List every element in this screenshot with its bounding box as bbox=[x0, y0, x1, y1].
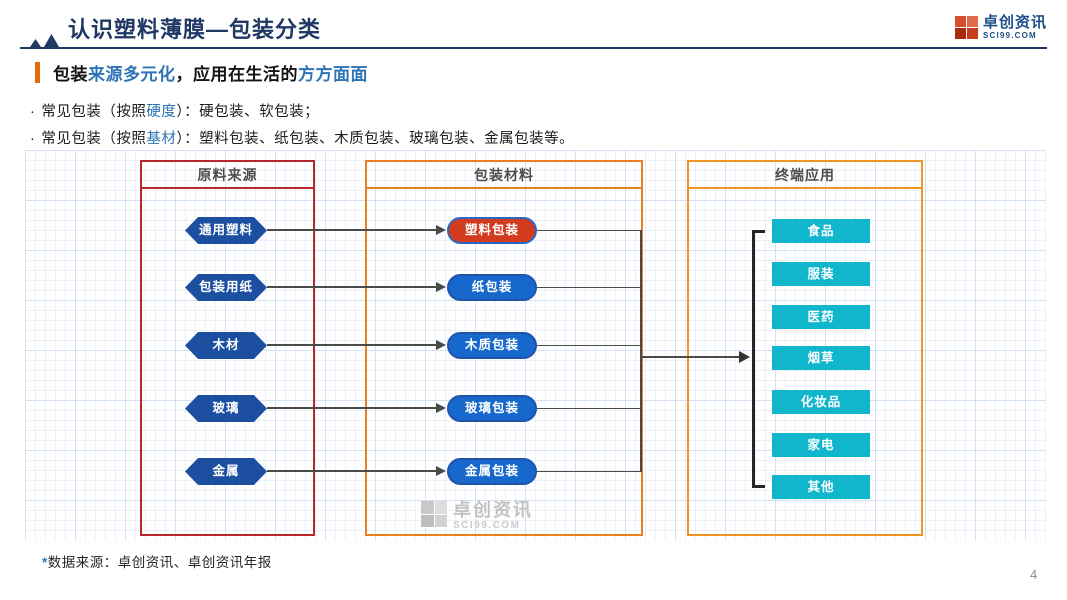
merge-line bbox=[640, 230, 642, 472]
heading-segment: 包装 bbox=[53, 65, 88, 84]
connector-line bbox=[537, 471, 641, 472]
connector-line bbox=[537, 345, 641, 346]
arrow-line bbox=[267, 229, 437, 231]
bullet-marker: · bbox=[30, 104, 36, 120]
source-hexagon-node: 金属 bbox=[185, 458, 267, 485]
heading-segment: ，应用在生活的 bbox=[175, 65, 298, 84]
watermark-logo-icon bbox=[421, 501, 447, 527]
title-decoration-small-triangle-icon bbox=[30, 39, 41, 47]
bullet-item: · 常见包装（按照基材）：塑料包装、纸包装、木质包装、玻璃包装、金属包装等。 bbox=[30, 127, 574, 148]
source-hexagon-node: 木材 bbox=[185, 332, 267, 359]
arrow-line bbox=[267, 407, 437, 409]
page-title: 认识塑料薄膜—包装分类 bbox=[68, 17, 322, 42]
material-pill-node: 玻璃包装 bbox=[447, 395, 537, 422]
brand-name: 卓创资讯 bbox=[982, 14, 1047, 31]
page-number: 4 bbox=[1030, 567, 1038, 582]
application-node: 其他 bbox=[772, 475, 870, 499]
section-heading-text: 包装来源多元化，应用在生活的方方面面 bbox=[53, 60, 368, 85]
connector-line bbox=[537, 408, 641, 409]
source-hexagon-node: 玻璃 bbox=[185, 395, 267, 422]
main-arrow-line bbox=[642, 356, 740, 358]
materials-column-header: 包装材料 bbox=[367, 162, 641, 189]
footnote: *数据来源：卓创资讯、卓创资讯年报 bbox=[42, 551, 272, 571]
footnote-text: 数据来源：卓创资讯、卓创资讯年报 bbox=[47, 555, 272, 570]
application-node: 化妆品 bbox=[772, 390, 870, 414]
bullet-text: ）：硬包装、软包装； bbox=[176, 104, 320, 120]
sources-column-header: 原料来源 bbox=[142, 162, 313, 189]
arrow-head-icon bbox=[436, 340, 446, 350]
connector-line bbox=[537, 287, 641, 288]
application-node: 服装 bbox=[772, 262, 870, 286]
main-arrow-head-icon bbox=[739, 351, 750, 363]
watermark-name: 卓创资讯 bbox=[453, 500, 533, 520]
heading-segment-highlight: 方方面面 bbox=[298, 65, 368, 84]
footnote-marker: * bbox=[42, 555, 48, 570]
heading-segment-highlight: 来源多元化 bbox=[88, 65, 176, 84]
arrow-head-icon bbox=[436, 282, 446, 292]
brand-domain: SCI99.COM bbox=[982, 31, 1037, 40]
bullet-highlight: 基材 bbox=[146, 131, 177, 147]
section-accent-bar bbox=[35, 62, 40, 83]
material-pill-node: 纸包装 bbox=[447, 274, 537, 301]
arrow-head-icon bbox=[436, 225, 446, 235]
watermark-domain: SCI99.COM bbox=[453, 520, 521, 531]
watermark: 卓创资讯 SCI99.COM bbox=[421, 501, 533, 531]
material-pill-node-highlighted: 塑料包装 bbox=[447, 217, 537, 244]
arrow-line bbox=[267, 470, 437, 472]
source-hexagon-node: 包装用纸 bbox=[185, 274, 267, 301]
applications-column-header: 终端应用 bbox=[689, 162, 921, 189]
material-pill-node: 木质包装 bbox=[447, 332, 537, 359]
arrow-line bbox=[267, 344, 437, 346]
application-node: 烟草 bbox=[772, 346, 870, 370]
bullet-text: 常见包装（按照 bbox=[41, 104, 147, 120]
application-node: 食品 bbox=[772, 219, 870, 243]
application-node: 家电 bbox=[772, 433, 870, 457]
arrow-line bbox=[267, 286, 437, 288]
application-node: 医药 bbox=[772, 305, 870, 329]
bullet-highlight: 硬度 bbox=[146, 104, 177, 120]
title-divider bbox=[20, 47, 1047, 49]
materials-column-box: 包装材料 bbox=[365, 160, 643, 536]
applications-column-box: 终端应用 bbox=[687, 160, 923, 536]
source-hexagon-node: 通用塑料 bbox=[185, 217, 267, 244]
bullet-text: ）：塑料包装、纸包装、木质包装、玻璃包装、金属包装等。 bbox=[176, 131, 575, 147]
brand-logo-icon bbox=[954, 16, 978, 39]
material-pill-node: 金属包装 bbox=[447, 458, 537, 485]
bullet-text: 常见包装（按照 bbox=[41, 131, 147, 147]
brand-logo: 卓创资讯 SCI99.COM bbox=[954, 14, 1047, 40]
arrow-head-icon bbox=[436, 466, 446, 476]
title-decoration-large-triangle-icon bbox=[44, 34, 59, 47]
applications-bracket bbox=[752, 230, 765, 488]
bullet-item: · 常见包装（按照硬度）：硬包装、软包装； bbox=[30, 100, 319, 121]
section-heading: 包装来源多元化，应用在生活的方方面面 bbox=[35, 60, 368, 85]
sources-column-box: 原料来源 bbox=[140, 160, 315, 536]
bullet-marker: · bbox=[30, 131, 36, 147]
arrow-head-icon bbox=[436, 403, 446, 413]
connector-line bbox=[537, 230, 641, 231]
